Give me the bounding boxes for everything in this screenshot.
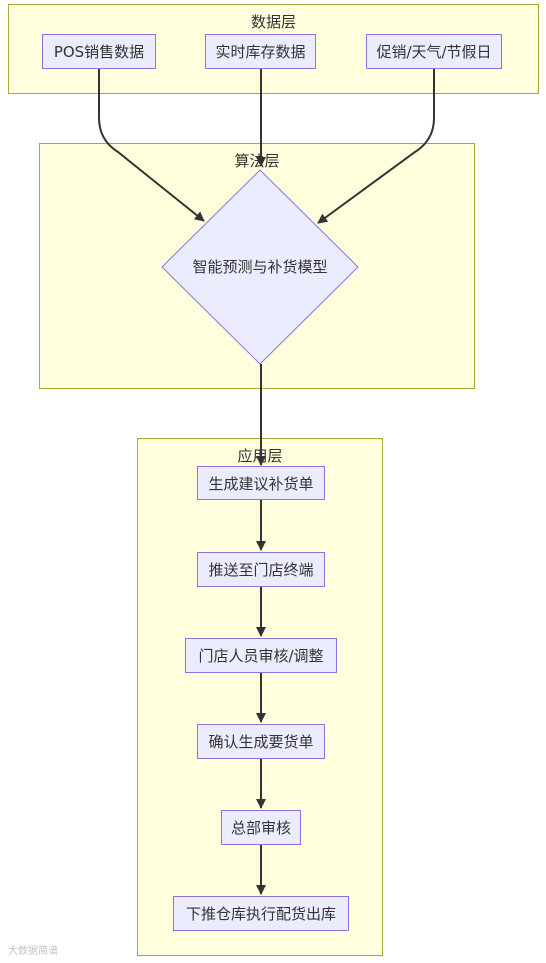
pos-sales-node: POS销售数据 [42, 34, 156, 69]
generate-suggestion-node: 生成建议补货单 [197, 466, 325, 500]
hq-review-node: 总部审核 [221, 810, 301, 845]
model-label: 智能预测与补货模型 [192, 258, 328, 276]
edge-pos-to-model [98, 69, 205, 222]
store-review-node: 门店人员审核/调整 [185, 638, 337, 673]
dispatch-node: 下推仓库执行配货出库 [173, 896, 349, 931]
edge-promo-to-model [317, 69, 435, 224]
data-layer-title: 数据层 [250, 13, 296, 31]
promo-weather-holiday-node: 促销/天气/节假日 [366, 34, 502, 69]
realtime-inventory-node: 实时库存数据 [205, 34, 316, 69]
confirm-order-node: 确认生成要货单 [197, 724, 325, 759]
push-to-store-node: 推送至门店终端 [197, 552, 325, 587]
watermark-text: 大数据简谱 [8, 946, 58, 957]
